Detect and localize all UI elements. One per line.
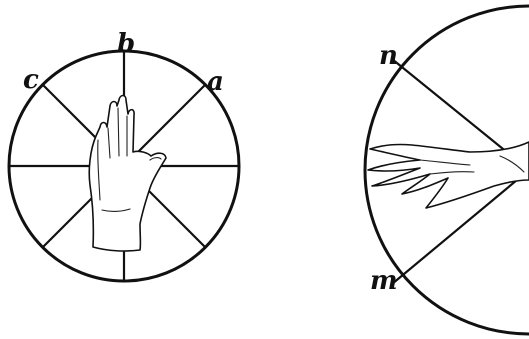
label-n: n xyxy=(379,41,398,71)
label-m: m xyxy=(370,266,398,296)
label-c: c xyxy=(23,65,39,95)
horizontal-hand-drawing xyxy=(368,142,529,208)
label-a: a xyxy=(207,67,224,97)
right-figure: n m xyxy=(365,6,529,334)
left-figure: a b c xyxy=(9,29,239,281)
label-b: b xyxy=(117,29,135,59)
raised-hand-drawing xyxy=(89,96,166,252)
